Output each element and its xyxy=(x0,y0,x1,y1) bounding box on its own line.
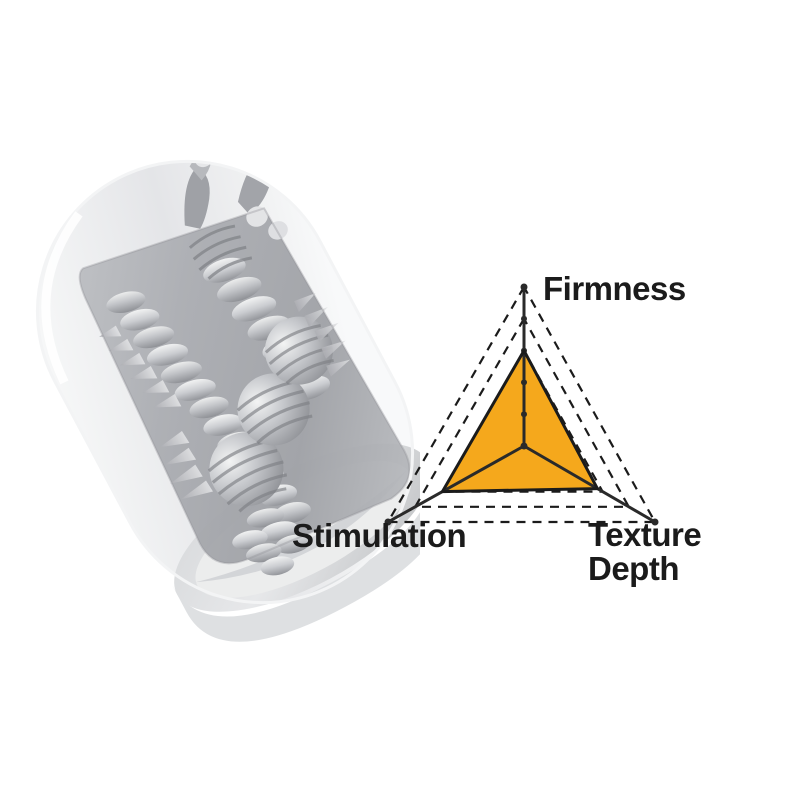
radar-chart-svg xyxy=(384,283,659,526)
texture-fringe-left xyxy=(99,325,213,500)
axis-label-stimulation: Stimulation xyxy=(292,517,467,554)
vertex-tick-2 xyxy=(651,518,659,526)
radar-ring-level-4 xyxy=(413,316,631,508)
product-interior xyxy=(78,150,411,576)
radar-data-area xyxy=(442,350,598,492)
radar-data-outline xyxy=(440,349,599,494)
vertex-tick-1 xyxy=(384,518,392,526)
radar-chart: Firmness Stimulation Texture Depth xyxy=(280,250,750,610)
axis-label-texture-line1: Texture xyxy=(588,516,702,553)
axis-tick-5 xyxy=(520,283,528,291)
axis-tick-2 xyxy=(521,379,527,386)
axis-texture xyxy=(522,444,657,524)
radar-axes-solid xyxy=(386,285,657,524)
axis-stimulation xyxy=(386,444,526,524)
product-image xyxy=(35,150,445,642)
axis-tick-0 xyxy=(520,442,528,450)
axis-tick-1 xyxy=(521,411,527,418)
axis-label-texture-line2: Depth xyxy=(588,549,680,587)
axis-label-firmness: Firmness xyxy=(543,270,686,307)
product-render-svg xyxy=(35,150,445,642)
axis-tick-4 xyxy=(521,315,527,322)
axis-label-texture-depth: Texture Depth xyxy=(588,516,702,587)
product-shell-edge xyxy=(35,159,415,605)
product-body-group xyxy=(35,150,445,642)
texture-rib-tail xyxy=(232,508,311,576)
radar-ring-level-5 xyxy=(386,284,657,524)
texture-fringe-right xyxy=(294,292,351,377)
product-specular-highlight xyxy=(41,211,83,385)
